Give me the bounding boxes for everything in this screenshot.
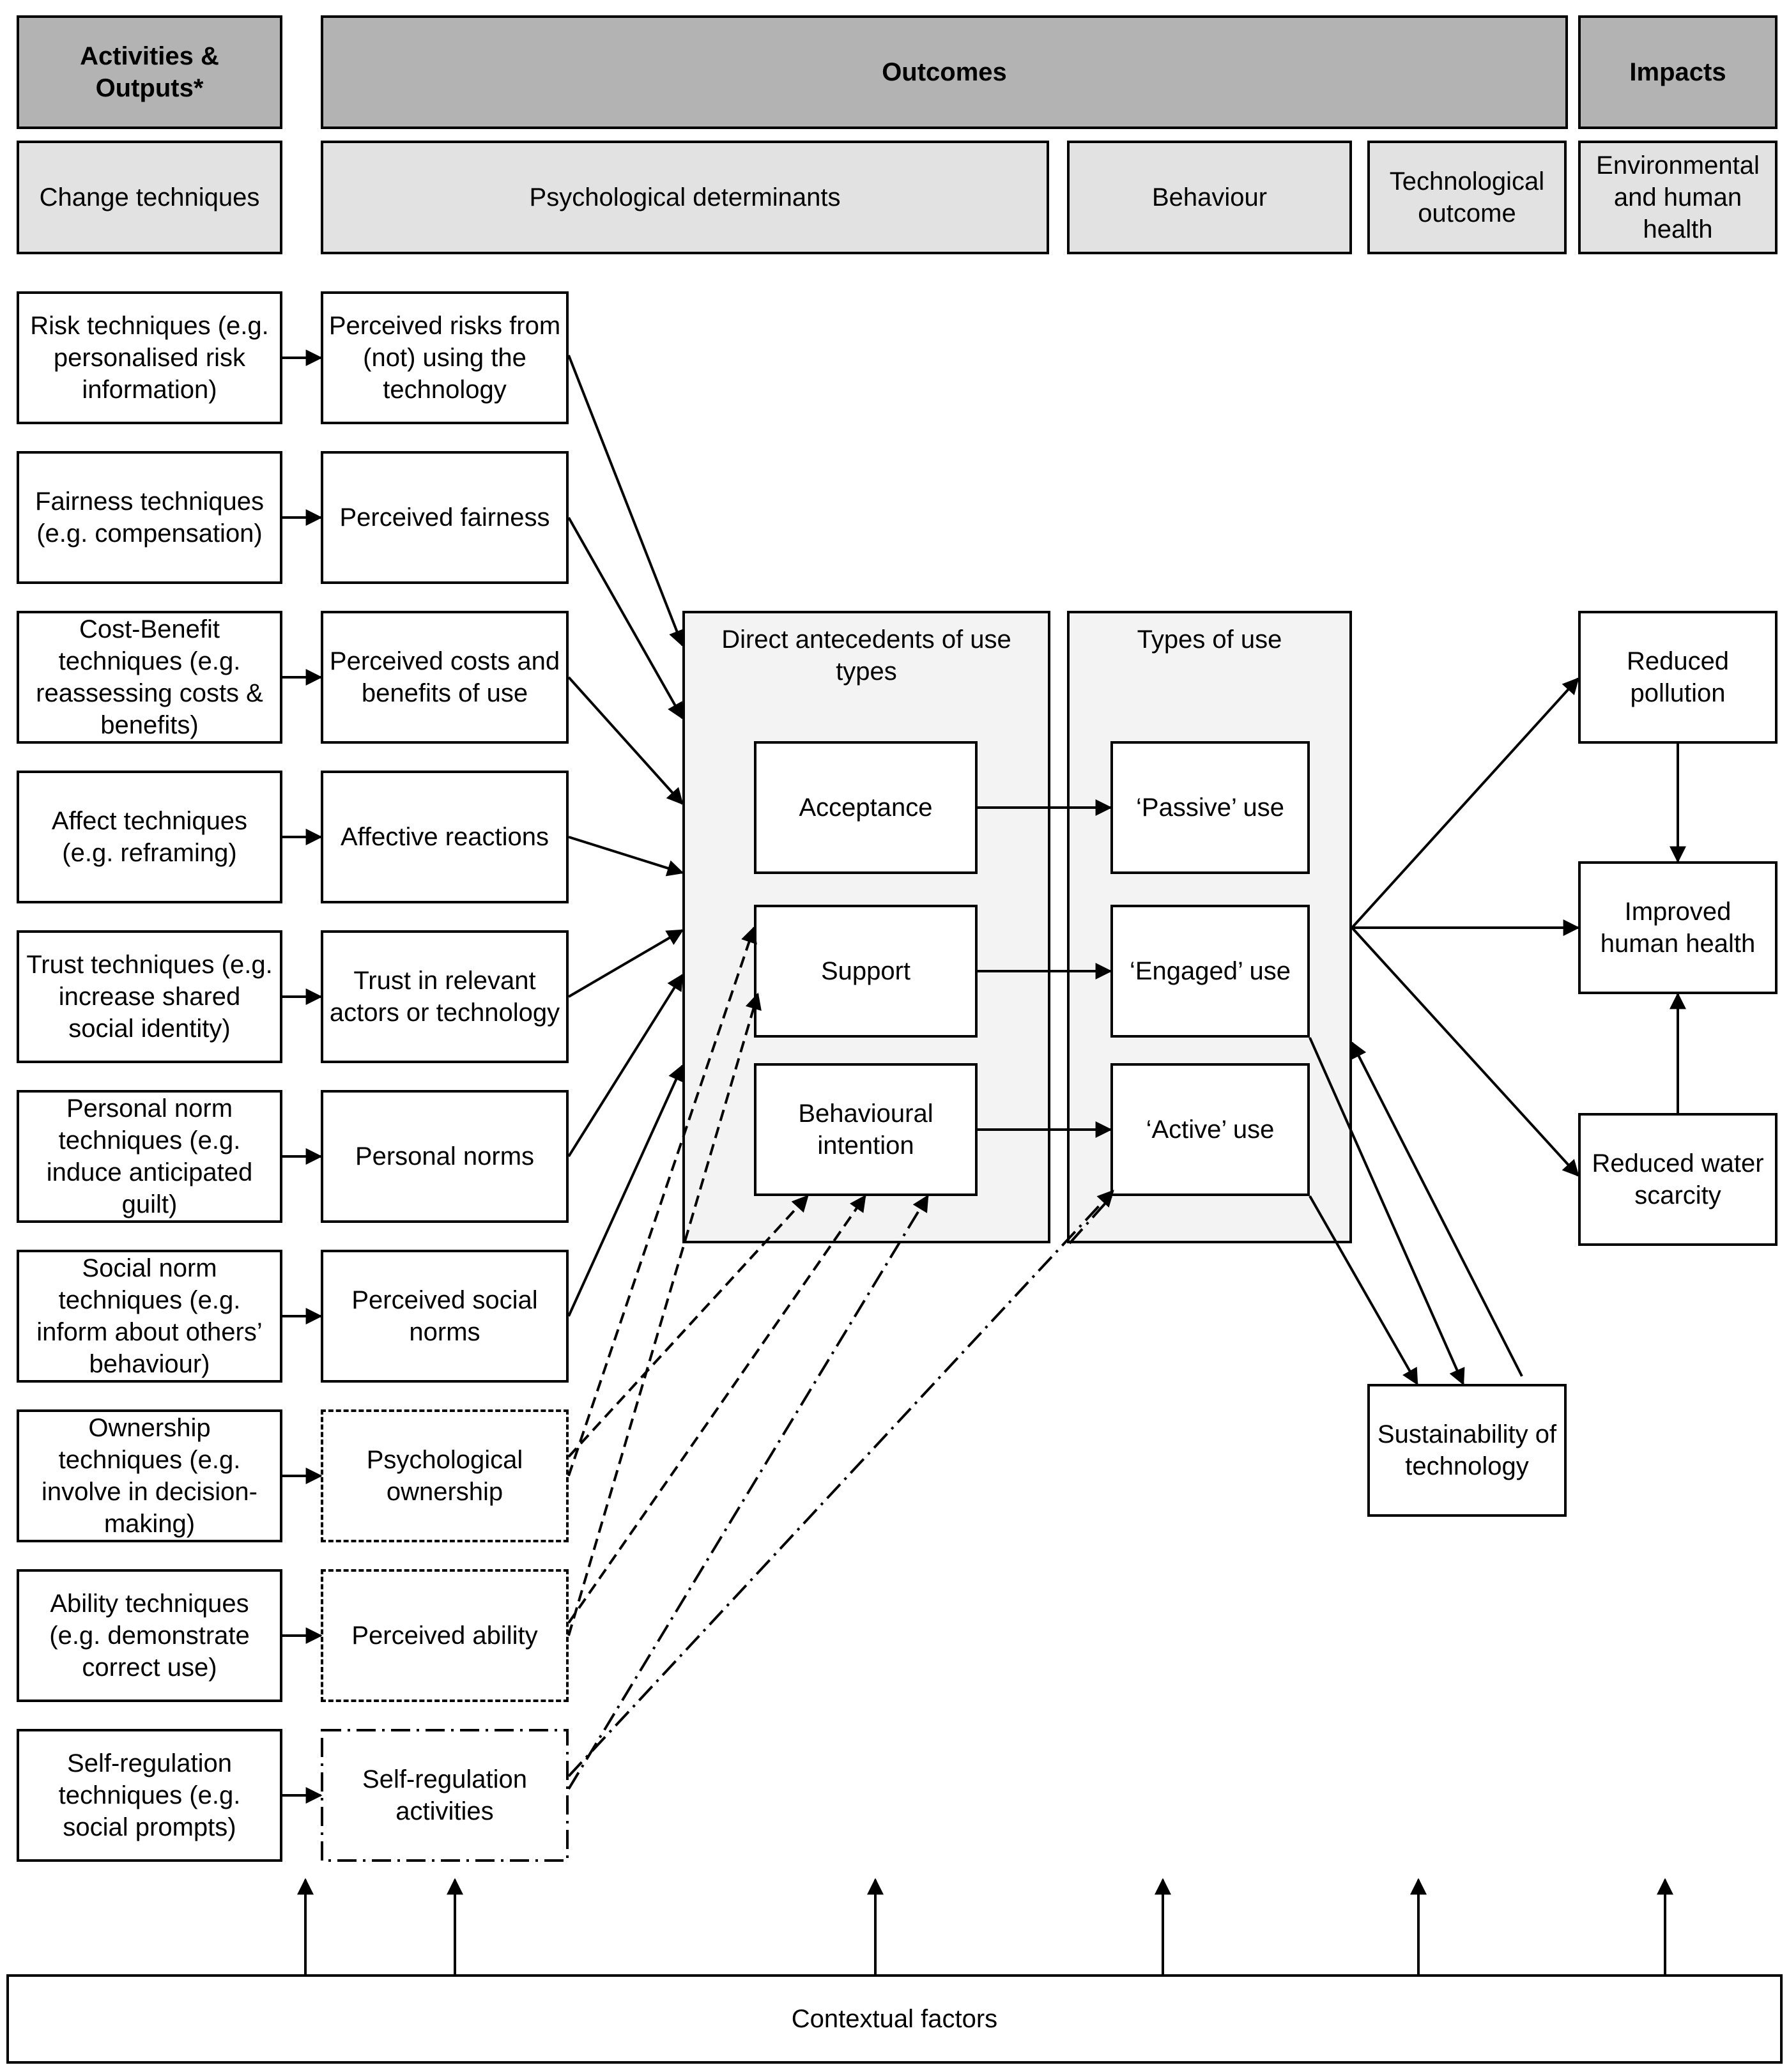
determinant-costs-benefits: Perceived costs and benefits of use — [321, 611, 569, 744]
technique-social-norm: Social norm techniques (e.g. inform abou… — [17, 1250, 282, 1383]
antecedents-title: Direct antecedents of use types — [721, 625, 1011, 686]
determinant-social-norms: Perceived social norms — [321, 1250, 569, 1383]
technique-cost-benefit: Cost-Benefit techniques (e.g. reassessin… — [17, 611, 282, 744]
use-types-title: Types of use — [1137, 625, 1282, 654]
technique-personal-norm: Personal norm techniques (e.g. induce an… — [17, 1090, 282, 1223]
technique-risk: Risk techniques (e.g. personalised risk … — [17, 291, 282, 424]
determinant-affective-reactions: Affective reactions — [321, 771, 569, 903]
impact-reduced-pollution: Reduced pollution — [1578, 611, 1777, 744]
antecedent-behavioural-intention: Behavioural intention — [754, 1063, 978, 1196]
header-impacts: Impacts — [1578, 15, 1777, 129]
impact-improved-human-health: Improved human health — [1578, 861, 1777, 994]
antecedent-acceptance: Acceptance — [754, 741, 978, 874]
determinant-self-regulation-activities: Self-regulation activities — [321, 1729, 569, 1862]
subheader-environmental-human-health: Environmental and human health — [1578, 141, 1777, 254]
contextual-factors: Contextual factors — [6, 1974, 1783, 2064]
impact-reduced-water-scarcity: Reduced water scarcity — [1578, 1113, 1777, 1246]
determinant-personal-norms: Personal norms — [321, 1090, 569, 1223]
determinant-trust: Trust in relevant actors or technology — [321, 930, 569, 1063]
determinant-psychological-ownership: Psychological ownership — [321, 1409, 569, 1542]
header-activities-outputs: Activities & Outputs* — [17, 15, 282, 129]
subheader-behaviour: Behaviour — [1067, 141, 1352, 254]
technique-fairness: Fairness techniques (e.g. compensation) — [17, 451, 282, 584]
determinant-perceived-risks: Perceived risks from (not) using the tec… — [321, 291, 569, 424]
subheader-psychological-determinants: Psychological determinants — [321, 141, 1049, 254]
technique-ability: Ability techniques (e.g. demonstrate cor… — [17, 1569, 282, 1702]
technique-self-regulation: Self-regulation techniques (e.g. social … — [17, 1729, 282, 1862]
sustainability-of-technology: Sustainability of technology — [1367, 1384, 1567, 1517]
technique-ownership: Ownership techniques (e.g. involve in de… — [17, 1409, 282, 1542]
subheader-technological-outcome: Technological outcome — [1367, 141, 1567, 254]
technique-affect: Affect techniques (e.g. reframing) — [17, 771, 282, 903]
header-outcomes: Outcomes — [321, 15, 1568, 129]
use-type-passive: ‘Passive’ use — [1110, 741, 1310, 874]
use-type-active: ‘Active’ use — [1110, 1063, 1310, 1196]
antecedent-support: Support — [754, 905, 978, 1038]
determinant-perceived-fairness: Perceived fairness — [321, 451, 569, 584]
technique-trust: Trust techniques (e.g. increase shared s… — [17, 930, 282, 1063]
determinant-perceived-ability: Perceived ability — [321, 1569, 569, 1702]
use-type-engaged: ‘Engaged’ use — [1110, 905, 1310, 1038]
subheader-change-techniques: Change techniques — [17, 141, 282, 254]
